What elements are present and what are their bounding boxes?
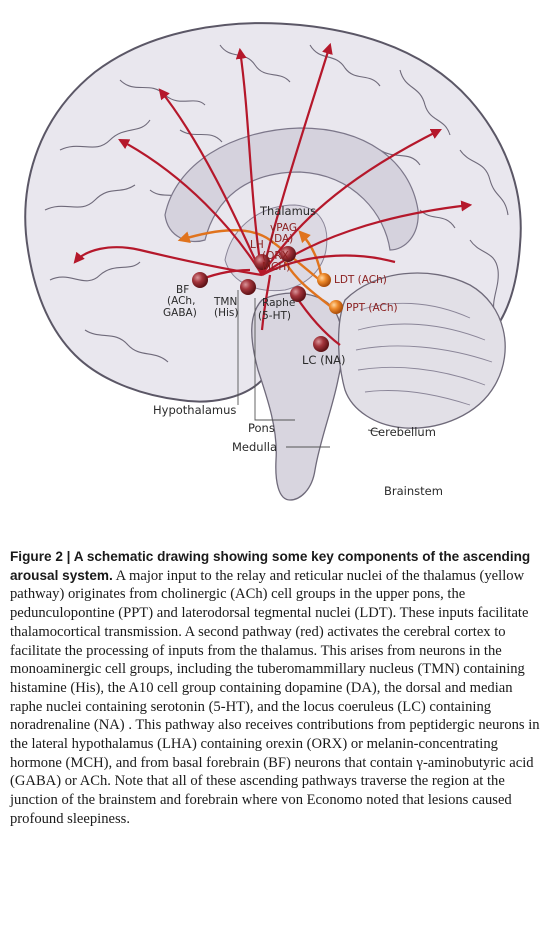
vpag-nucleus — [280, 246, 296, 262]
caption-body: A major input to the relay and reticular… — [10, 567, 540, 827]
leader-lines — [237, 290, 381, 448]
label-raphe: Raphe — [262, 297, 296, 309]
label-ppt: PPT (ACh) — [346, 302, 398, 314]
label-da: (DA) — [270, 233, 294, 245]
red-pathway — [73, 42, 473, 346]
tmn-nucleus — [240, 279, 256, 295]
label-bf-gaba: GABA) — [163, 307, 197, 319]
label-thalamus: Thalamus — [260, 204, 317, 218]
label-pons: Pons — [248, 421, 275, 435]
corpus-callosum — [164, 127, 419, 251]
caption-heading: Figure 2 | A schematic drawing showing s… — [10, 549, 531, 583]
label-lc: LC (NA) — [302, 353, 346, 367]
brain-illustration — [24, 22, 522, 501]
label-medulla: Medulla — [232, 440, 278, 454]
ldt-nucleus — [317, 273, 331, 287]
bf-nucleus — [192, 272, 208, 288]
cerebellum-folia — [355, 302, 493, 406]
label-cerebellum: Cerebellum — [370, 425, 436, 439]
figure-caption: Figure 2 | A schematic drawing showing s… — [10, 548, 540, 829]
label-lh: LH — [250, 239, 264, 251]
gyri-lines — [44, 44, 509, 363]
label-bf: BF — [176, 284, 190, 296]
label-ldt: LDT (ACh) — [334, 274, 387, 286]
label-raphe-5ht: (5-HT) — [258, 310, 291, 322]
brain-diagram: Thalamus vPAG (DA) LH (ORX, MCH) BF (ACh… — [24, 22, 522, 501]
lh-nucleus — [254, 254, 270, 270]
label-bf-ach: (ACh, — [167, 295, 196, 307]
label-tmn-his: (His) — [214, 307, 239, 319]
ppt-nucleus — [329, 300, 343, 314]
cerebellum-shape — [337, 272, 506, 429]
label-orx: (ORX, — [262, 250, 293, 262]
brainstem-shape — [251, 292, 344, 501]
raphe-nucleus — [290, 286, 306, 302]
label-hypothalamus: Hypothalamus — [153, 403, 237, 417]
label-tmn: TMN — [214, 296, 238, 308]
label-brainstem: Brainstem — [384, 484, 443, 498]
label-vpag: vPAG — [270, 222, 298, 234]
lc-nucleus — [313, 336, 329, 352]
label-mch: MCH) — [262, 261, 291, 273]
